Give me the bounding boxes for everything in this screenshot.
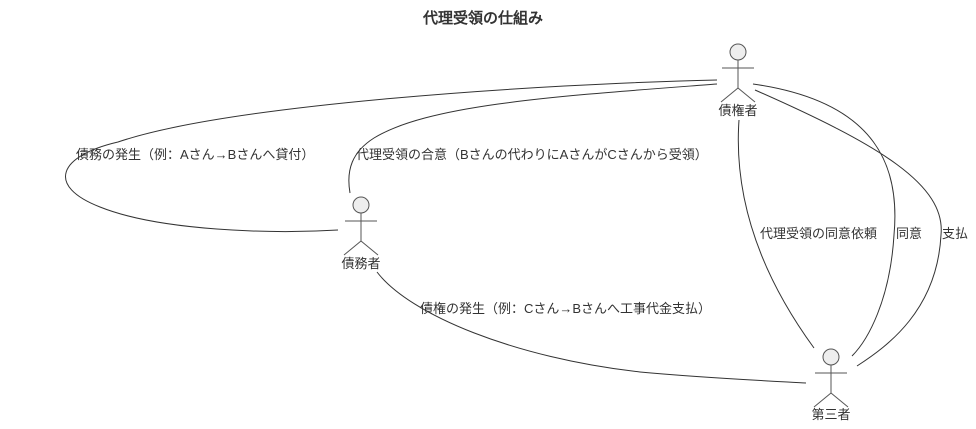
actor-head-icon xyxy=(822,348,840,366)
edge-debt-occurrence-line xyxy=(65,79,718,232)
actor-label-third-party: 第三者 xyxy=(811,407,851,422)
edge-label-payment: 支払 xyxy=(942,226,969,241)
edge-label-consent-request: 代理受領の同意依頼 xyxy=(760,226,878,241)
edge-label-proxy-agreement: 代理受領の合意（Bさんの代わりにAさんがCさんから受領） xyxy=(356,147,708,162)
actor-right-leg-line xyxy=(360,240,379,256)
actor-figure-third-party xyxy=(813,348,849,408)
actor-label-debtor: 債務者 xyxy=(341,256,381,271)
actor-label-creditor: 債権者 xyxy=(718,103,758,118)
actor-right-leg-line xyxy=(737,87,756,103)
edge-payment-line xyxy=(754,89,942,367)
actor-left-leg-line xyxy=(813,392,832,408)
edge-claim-occurrence-line xyxy=(376,271,807,384)
diagram-title: 代理受領の仕組み xyxy=(422,10,543,27)
actor-left-leg-line xyxy=(720,87,739,103)
edge-label-debt-occurrence: 債務の発生（例：Aさん→Bさんへ貸付） xyxy=(76,147,315,162)
actor-figure-creditor xyxy=(720,43,756,103)
actor-head-icon xyxy=(352,196,370,214)
edge-proxy-agreement-line xyxy=(348,83,718,194)
actor-left-leg-line xyxy=(343,240,362,256)
actor-head-icon xyxy=(729,43,747,61)
edge-label-consent: 同意 xyxy=(896,226,923,241)
edge-label-claim-occurrence: 債権の発生（例：Cさん→Bさんへ工事代金支払） xyxy=(420,301,712,316)
actor-right-leg-line xyxy=(830,392,849,408)
edge-consent-request-line xyxy=(737,119,815,349)
edge-lines xyxy=(65,79,942,384)
actor-figure-debtor xyxy=(343,196,379,256)
edge-consent-line xyxy=(752,83,896,357)
